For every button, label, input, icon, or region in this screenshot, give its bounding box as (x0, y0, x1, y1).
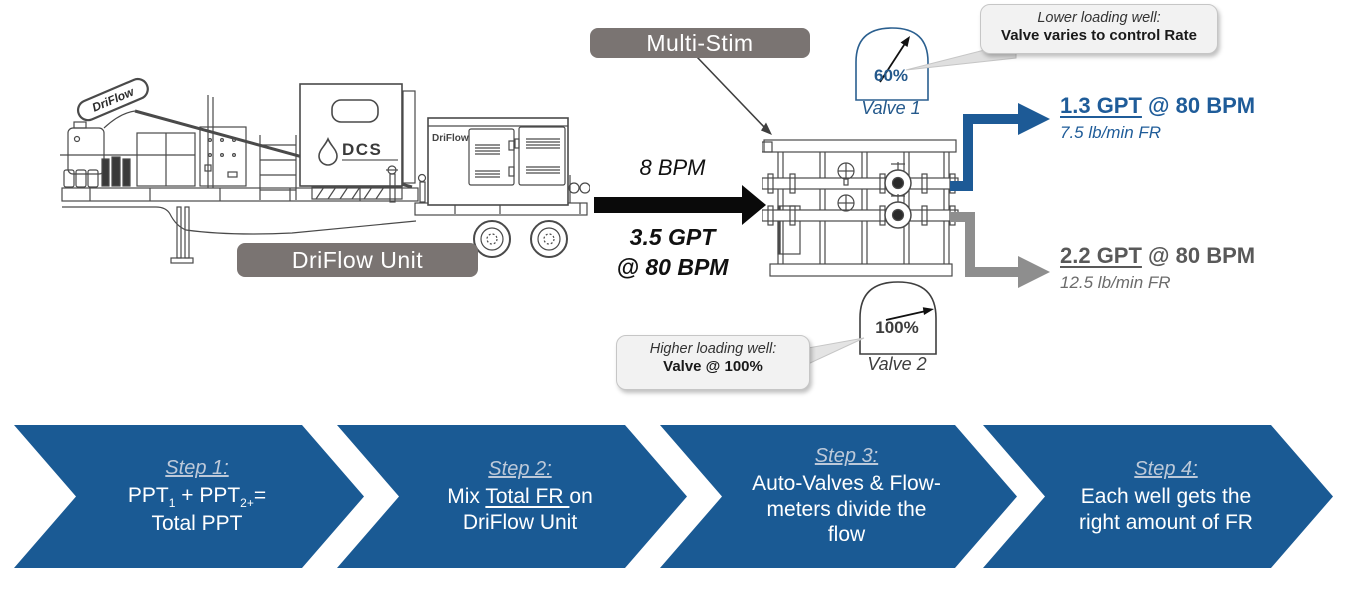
step4-title: Step 4: (1134, 457, 1198, 480)
callout-lower-line2: Valve varies to control Rate (1001, 27, 1197, 44)
step2-line1: Mix Total FR on (447, 484, 593, 508)
dcs-cab: DCS (299, 83, 416, 200)
dcs-logo-text: DCS (342, 140, 382, 159)
driflow-truck-illustration: DriFlow DCS (60, 77, 590, 264)
well2-at: @ 80 BPM (1148, 243, 1256, 268)
well1-gpt: 1.3 GPT (1060, 93, 1142, 118)
step4-line2: right amount of FR (1079, 510, 1253, 534)
feed-concentration-text: 3.5 GPT (629, 224, 716, 250)
callout-lower-line1: Lower loading well: (1037, 10, 1161, 26)
callout-lower-loading-well: Lower loading well: Valve varies to cont… (980, 4, 1218, 54)
step1-line2: Total PPT (151, 511, 243, 535)
valve1-name: Valve 1 (861, 98, 921, 118)
step2-chevron: Step 2: Mix Total FR on DriFlow Unit (337, 425, 687, 568)
pipe-run-lower (762, 194, 959, 229)
step4-line1: Each well gets the (1080, 484, 1252, 508)
feed-arrow (594, 185, 766, 225)
deck-valves (386, 165, 427, 203)
multistim-label-chip: Multi-Stim (590, 28, 810, 58)
callout-higher-line2: Valve @ 100% (663, 358, 763, 375)
step3-line3: flow (827, 523, 866, 547)
driflow-unit-label: DriFlow Unit (291, 246, 424, 273)
valve2-percent: 100% (875, 318, 919, 337)
well2-fr-line: 12.5 lb/min FR (1060, 273, 1171, 292)
step1-title: Step 1: (165, 456, 229, 479)
front-equipment (60, 121, 297, 200)
well2-gpt: 2.2 GPT (1060, 243, 1142, 268)
generator-wordmark: DriFlow (432, 133, 469, 144)
multistim-skid-illustration (762, 139, 959, 277)
feed-rate-at-text: @ 80 BPM (616, 254, 729, 280)
valve2-needle (885, 307, 934, 321)
step3-title: Step 3: (814, 445, 879, 468)
callout-higher-loading-well: Higher loading well: Valve @ 100% (616, 335, 810, 390)
valve2-name: Valve 2 (867, 354, 927, 374)
step2-line2: DriFlow Unit (462, 510, 578, 534)
callout-higher-line1: Higher loading well: (649, 341, 777, 357)
valve2-gauge (859, 281, 937, 355)
well2-rate-line: 2.2 GPT @ 80 BPM (1060, 243, 1255, 269)
well1-flow-arrow (950, 103, 1050, 191)
step3-line2: meters divide the (766, 497, 927, 521)
feed-rate-text: 8 BPM (639, 155, 706, 180)
well2-flow-arrow (950, 212, 1050, 288)
valve1-gauge (855, 27, 929, 101)
valve1-percent: 60% (873, 66, 909, 85)
well1-fr-line: 7.5 lb/min FR (1060, 123, 1162, 142)
pipe-run-upper (762, 162, 959, 197)
trailer-wheels (473, 220, 568, 258)
multistim-pointer-arrow (696, 56, 772, 135)
step1-formula: PPT1 + PPT2+= (127, 483, 267, 510)
valve1-needle (879, 36, 910, 83)
well1-at: @ 80 BPM (1148, 93, 1256, 118)
well1-rate-line: 1.3 GPT @ 80 BPM (1060, 93, 1255, 119)
step2-title: Step 2: (488, 457, 552, 480)
multistim-label: Multi-Stim (646, 29, 754, 56)
driflow-unit-label-chip: DriFlow Unit (237, 243, 478, 277)
generator-unit: DriFlow (427, 117, 590, 206)
step3-line1: Auto-Valves & Flow- (752, 472, 941, 496)
